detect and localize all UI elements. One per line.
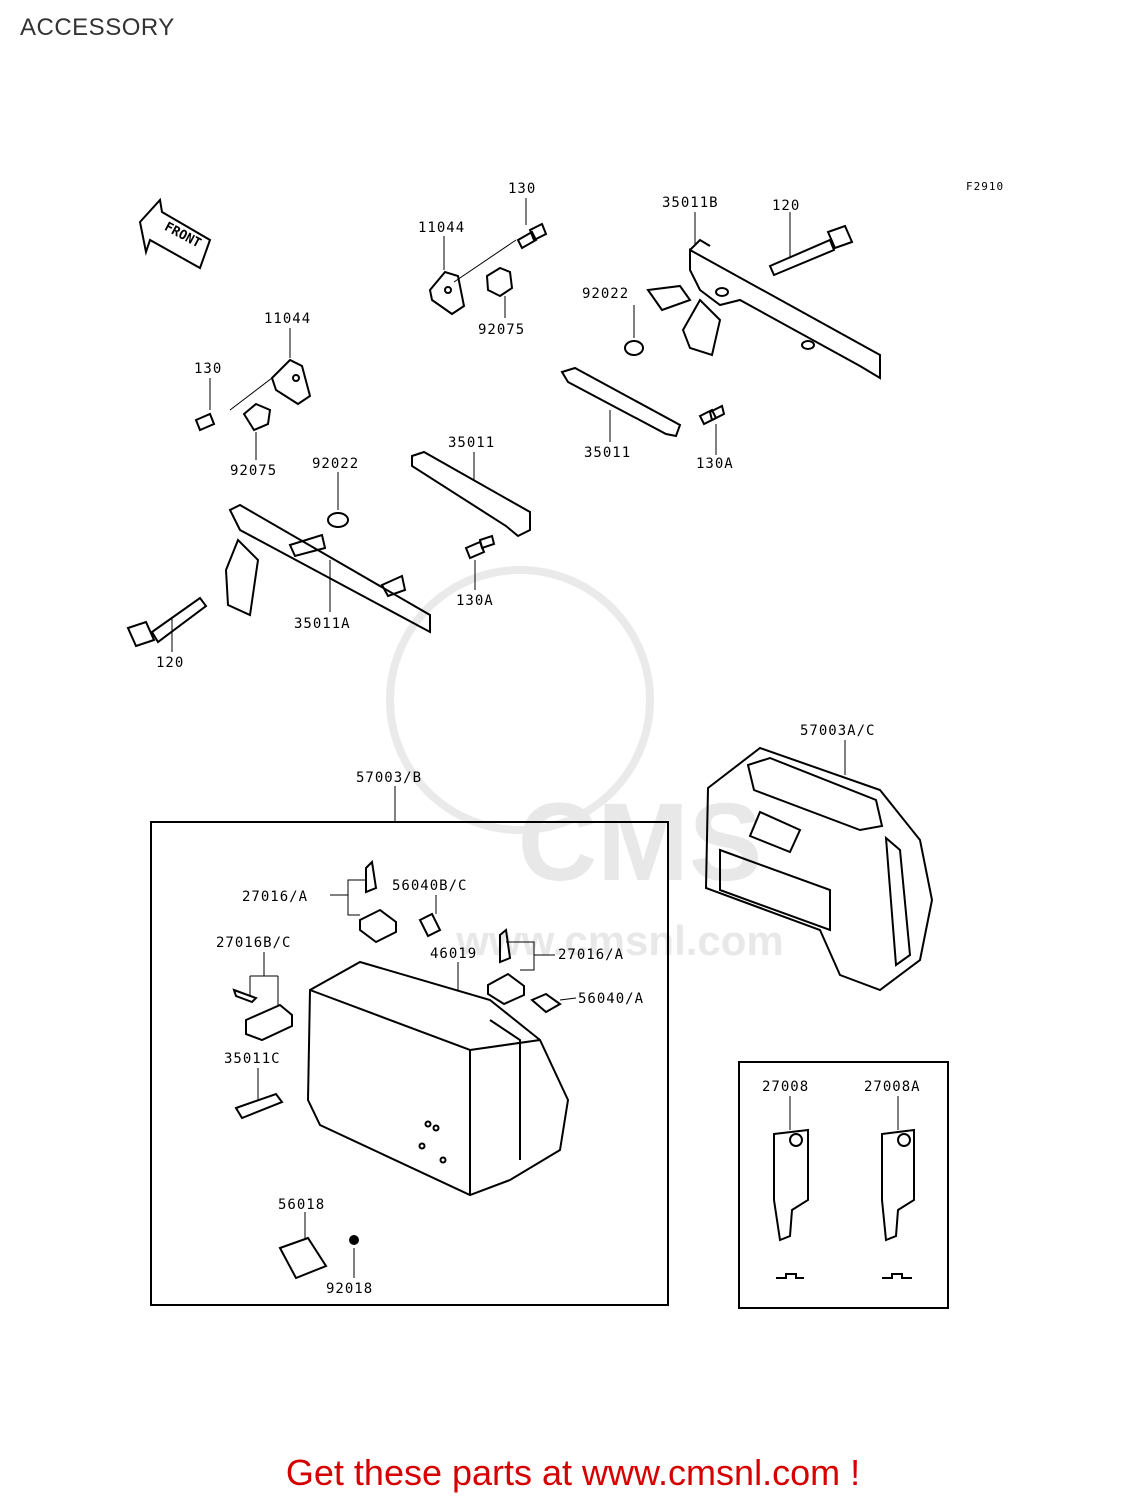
grommet-92018: [349, 1235, 359, 1245]
label-35011C: 35011C: [224, 1051, 281, 1067]
label-92018: 92018: [326, 1281, 373, 1297]
label-11044-top: 11044: [418, 220, 465, 236]
bracket-35011B: [646, 238, 881, 380]
label-130-top: 130: [508, 181, 536, 197]
latch-27016A-left: [359, 859, 397, 944]
emblem-56018: [278, 1236, 328, 1280]
bracket-35011A: [224, 503, 431, 634]
bolt-130A-mid: [464, 534, 496, 560]
part-labels: 130 11044 92075 35011B 120 92022 35011 1…: [156, 181, 921, 1297]
washer-92022-mid: [327, 512, 349, 528]
bracket-11044-left: [270, 358, 312, 406]
label-56018: 56018: [278, 1197, 325, 1213]
watermark: CMS www.cmsnl.com: [386, 566, 784, 964]
label-35011A: 35011A: [294, 616, 351, 632]
keys-box: [738, 1061, 949, 1309]
label-27016BC: 27016B/C: [216, 935, 291, 951]
label-130A-mid: 130A: [456, 593, 494, 609]
bracket-27016BC: [232, 988, 293, 1042]
key-27008: [773, 1128, 809, 1279]
bolt-130-left: [194, 412, 216, 432]
label-92075-top: 92075: [478, 322, 525, 338]
label-35011-right: 35011: [584, 445, 631, 461]
plate-35011C: [234, 1092, 284, 1120]
label-120-bottom: 120: [156, 655, 184, 671]
page-title: ACCESSORY: [20, 14, 175, 41]
washer-92022-top: [624, 340, 644, 356]
label-35011-mid: 35011: [448, 435, 495, 451]
bracket-11044-top: [428, 270, 466, 316]
bolt-130-top: [516, 222, 548, 250]
damper-92075-top: [485, 266, 514, 298]
label-130A-right: 130A: [696, 456, 734, 472]
label-92075-left: 92075: [230, 463, 277, 479]
label-27008: 27008: [762, 1079, 809, 1095]
figure-code: F2910: [966, 180, 1004, 193]
label-92022-top: 92022: [582, 286, 629, 302]
label-27016A-2: 27016/A: [558, 947, 624, 963]
label-46019: 46019: [430, 946, 477, 962]
watermark-brand: CMS: [518, 781, 762, 904]
label-56040A: 56040/A: [578, 991, 644, 1007]
strap-35011-right: [560, 366, 682, 438]
label-57003AC: 57003A/C: [800, 723, 875, 739]
label-92022-mid: 92022: [312, 456, 359, 472]
pad-56040BC: [418, 912, 442, 938]
bolt-130A-right: [698, 404, 726, 426]
label-130-left: 130: [194, 361, 222, 377]
label-56040BC: 56040B/C: [392, 878, 467, 894]
label-27008A: 27008A: [864, 1079, 921, 1095]
label-35011B: 35011B: [662, 195, 719, 211]
saddlebag-46019: [306, 960, 570, 1197]
damper-92075-left: [242, 402, 272, 432]
cta-link[interactable]: Get these parts at www.cmsnl.com !: [285, 1452, 861, 1493]
box-leader-lines: [249, 879, 577, 1278]
strap-35011-mid: [411, 450, 531, 538]
label-120-top: 120: [772, 198, 800, 214]
keys-leader-lines: [789, 1096, 899, 1130]
leader-lines: [171, 198, 846, 822]
label-57003B: 57003/B: [356, 770, 422, 786]
pad-56040A: [530, 992, 562, 1014]
latch-27016A-right: [487, 928, 525, 1006]
saddlebag-57003AC: [704, 746, 934, 992]
box-57003B: [150, 821, 669, 1306]
front-arrow-icon: FRONT: [138, 197, 212, 270]
bolt-120-bottom: [126, 596, 208, 648]
label-11044-left: 11044: [264, 311, 311, 327]
key-27008A: [881, 1128, 915, 1279]
label-27016A-1: 27016/A: [242, 889, 308, 905]
bolt-120-top: [768, 224, 854, 277]
